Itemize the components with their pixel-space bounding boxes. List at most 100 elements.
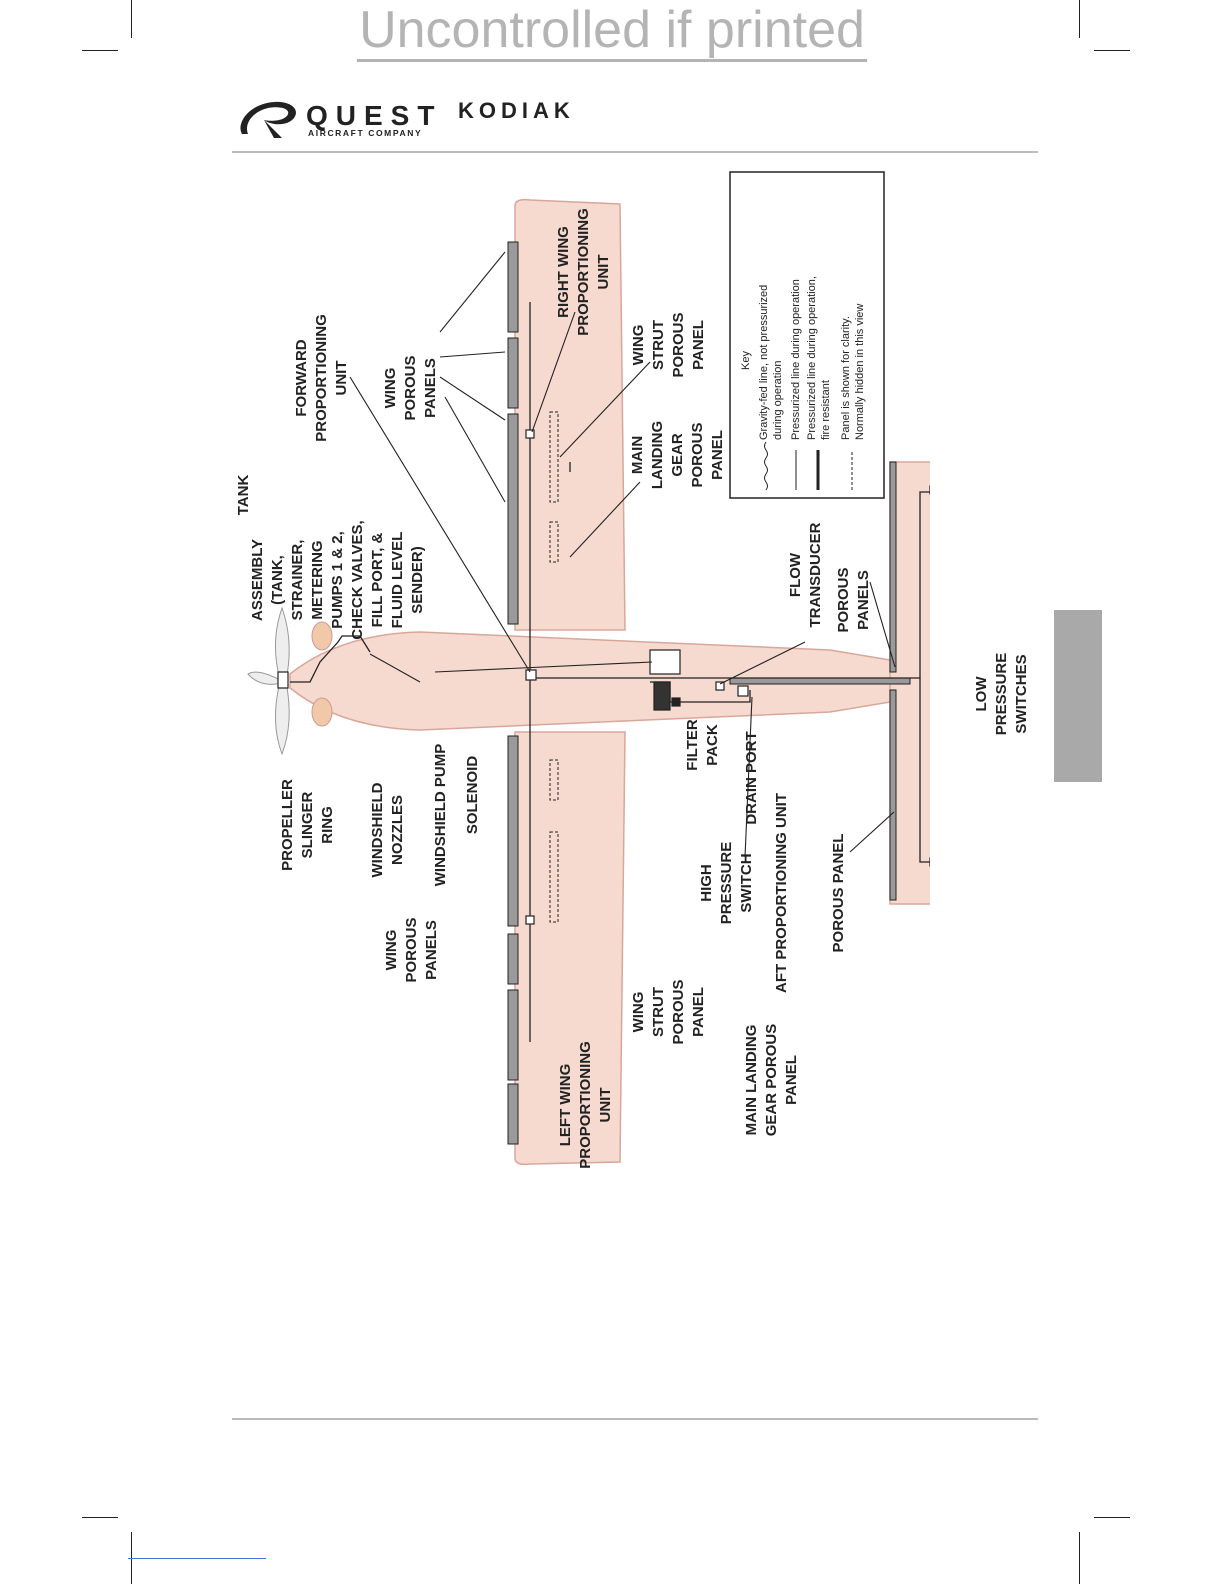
crop-mark	[1079, 1532, 1080, 1584]
label-low-pressure-switches: LOW PRESSURE SWITCHES	[973, 653, 1030, 736]
svg-text:SENDER): SENDER)	[409, 546, 426, 614]
svg-text:PANELS: PANELS	[855, 570, 872, 630]
brand-subtitle: AIRCRAFT COMPANY	[308, 128, 423, 138]
label-wing-porous-panels-left: WING POROUS PANELS	[383, 917, 440, 982]
svg-text:CHECK VALVES,: CHECK VALVES,	[349, 520, 366, 639]
legend-key	[729, 171, 885, 499]
svg-text:Normally hidden in this view: Normally hidden in this view	[854, 304, 866, 440]
wing-strut-panels	[549, 411, 559, 923]
cowl-left	[311, 621, 333, 651]
svg-text:WING: WING	[630, 992, 647, 1033]
svg-text:Pressurized line during operat: Pressurized line during operation,	[806, 276, 818, 440]
svg-text:(TANK,: (TANK,	[269, 555, 286, 605]
porous-panel	[507, 933, 519, 985]
svg-text:FORWARD: FORWARD	[293, 339, 310, 416]
legend-item: Panel is shown for clarity. Normally hid…	[840, 304, 866, 490]
propeller-blade	[247, 671, 283, 685]
slinger-ring	[277, 671, 289, 689]
airframe	[247, 198, 930, 1166]
label-wing-strut-porous-panel-right: WING STRUT POROUS PANEL	[630, 312, 707, 377]
svg-text:PROPELLER: PROPELLER	[279, 779, 296, 871]
windshield-feed	[290, 635, 371, 683]
svg-text:WING: WING	[630, 325, 647, 366]
svg-text:WING: WING	[383, 930, 400, 971]
label-tank: TANK	[235, 475, 252, 516]
svg-text:GEAR POROUS: GEAR POROUS	[763, 1024, 780, 1137]
svg-text:Pressurized line during operat: Pressurized line during operation	[790, 279, 802, 440]
tank-assembly	[649, 649, 681, 675]
svg-text:FLOW: FLOW	[787, 552, 804, 597]
label-flow-transducer: FLOW TRANSDUCER	[787, 522, 824, 627]
label-porous-panel-tail: POROUS PANEL	[830, 834, 847, 953]
porous-panel	[507, 337, 519, 409]
leader-lines	[349, 251, 896, 858]
porous-panel	[507, 413, 519, 625]
label-porous-panels-tail: POROUS PANELS	[835, 567, 872, 632]
svg-text:GEAR: GEAR	[669, 433, 686, 477]
legend-item: Pressurized line during operation, fire …	[806, 276, 832, 490]
crop-mark	[1094, 50, 1130, 51]
svg-text:NOZZLES: NOZZLES	[389, 795, 406, 865]
svg-text:PANEL: PANEL	[690, 987, 707, 1037]
svg-text:ASSEMBLY: ASSEMBLY	[249, 539, 266, 621]
svg-text:during operation: during operation	[772, 360, 784, 440]
svg-text:PROPORTIONING: PROPORTIONING	[577, 1041, 594, 1169]
svg-text:RIGHT WING: RIGHT WING	[555, 226, 572, 318]
label-right-wing-proportioning-unit: RIGHT WING PROPORTIONING UNIT	[555, 208, 612, 336]
high-pressure-switch	[671, 697, 681, 707]
svg-text:FLUID LEVEL: FLUID LEVEL	[389, 532, 406, 629]
svg-text:STRUT: STRUT	[650, 987, 667, 1037]
svg-text:PRESSURE: PRESSURE	[718, 842, 735, 925]
crop-mark	[131, 0, 132, 38]
label-drain-port: DRAIN PORT	[743, 731, 760, 824]
svg-text:PANEL: PANEL	[709, 430, 726, 480]
svg-text:PANEL: PANEL	[783, 1055, 800, 1105]
label-forward-proportioning-unit: FORWARD PROPORTIONING UNIT	[293, 314, 350, 442]
svg-text:MAIN: MAIN	[629, 436, 646, 474]
legend-wavy-line-icon	[764, 441, 768, 491]
svg-text:HIGH: HIGH	[698, 864, 715, 902]
company-logo: QUEST AIRCRAFT COMPANY KODIAK	[234, 94, 634, 144]
crop-mark	[82, 50, 118, 51]
cowl-right	[311, 697, 333, 727]
svg-text:PACK: PACK	[704, 724, 721, 766]
filter-pack	[653, 681, 671, 711]
label-main-landing-gear-porous-panel-right: MAIN LANDING GEAR POROUS PANEL	[629, 421, 726, 489]
svg-text:fire resistant: fire resistant	[820, 380, 832, 440]
propeller-blade	[274, 606, 290, 681]
wing-porous-panels	[507, 241, 911, 1145]
crop-mark	[1079, 0, 1080, 38]
svg-text:WINDSHIELD: WINDSHIELD	[369, 782, 386, 877]
swoosh-logo-icon	[240, 101, 296, 138]
svg-text:POROUS: POROUS	[670, 312, 687, 377]
crop-mark	[82, 1517, 118, 1518]
footer-link-underline	[128, 1558, 266, 1559]
svg-text:POROUS: POROUS	[402, 355, 419, 420]
label-aft-proportioning-unit: AFT PROPORTIONING UNIT	[773, 793, 790, 993]
label-solenoid: SOLENOID	[464, 756, 481, 835]
left-wing-shape	[514, 731, 626, 1166]
svg-text:PRESSURE: PRESSURE	[993, 653, 1010, 736]
section-thumb-tab	[1054, 610, 1102, 782]
svg-text:SLINGER: SLINGER	[299, 792, 316, 859]
svg-text:UNIT: UNIT	[595, 255, 612, 290]
legend-item: Pressurized line during operation	[790, 279, 802, 490]
watermark-text: Uncontrolled if printed	[357, 1, 867, 62]
svg-text:PANELS: PANELS	[423, 920, 440, 980]
label-windshield-pump: WINDSHIELD PUMP	[432, 744, 449, 887]
svg-text:UNIT: UNIT	[333, 361, 350, 396]
svg-text:STRAINER,: STRAINER,	[289, 540, 306, 621]
svg-text:STRUT: STRUT	[650, 320, 667, 370]
propeller-blade	[274, 681, 290, 756]
label-high-pressure-switch: HIGH PRESSURE SWITCH	[698, 842, 755, 925]
crop-mark	[1094, 1517, 1130, 1518]
svg-text:POROUS: POROUS	[670, 979, 687, 1044]
aft-proportioning-unit	[737, 685, 749, 697]
label-propeller-slinger-ring: PROPELLER SLINGER RING	[279, 779, 336, 871]
brand-name: QUEST	[306, 100, 443, 131]
svg-text:RING: RING	[319, 806, 336, 844]
svg-text:METERING: METERING	[309, 540, 326, 619]
svg-text:WING: WING	[382, 368, 399, 409]
footer-rule	[232, 1418, 1038, 1420]
